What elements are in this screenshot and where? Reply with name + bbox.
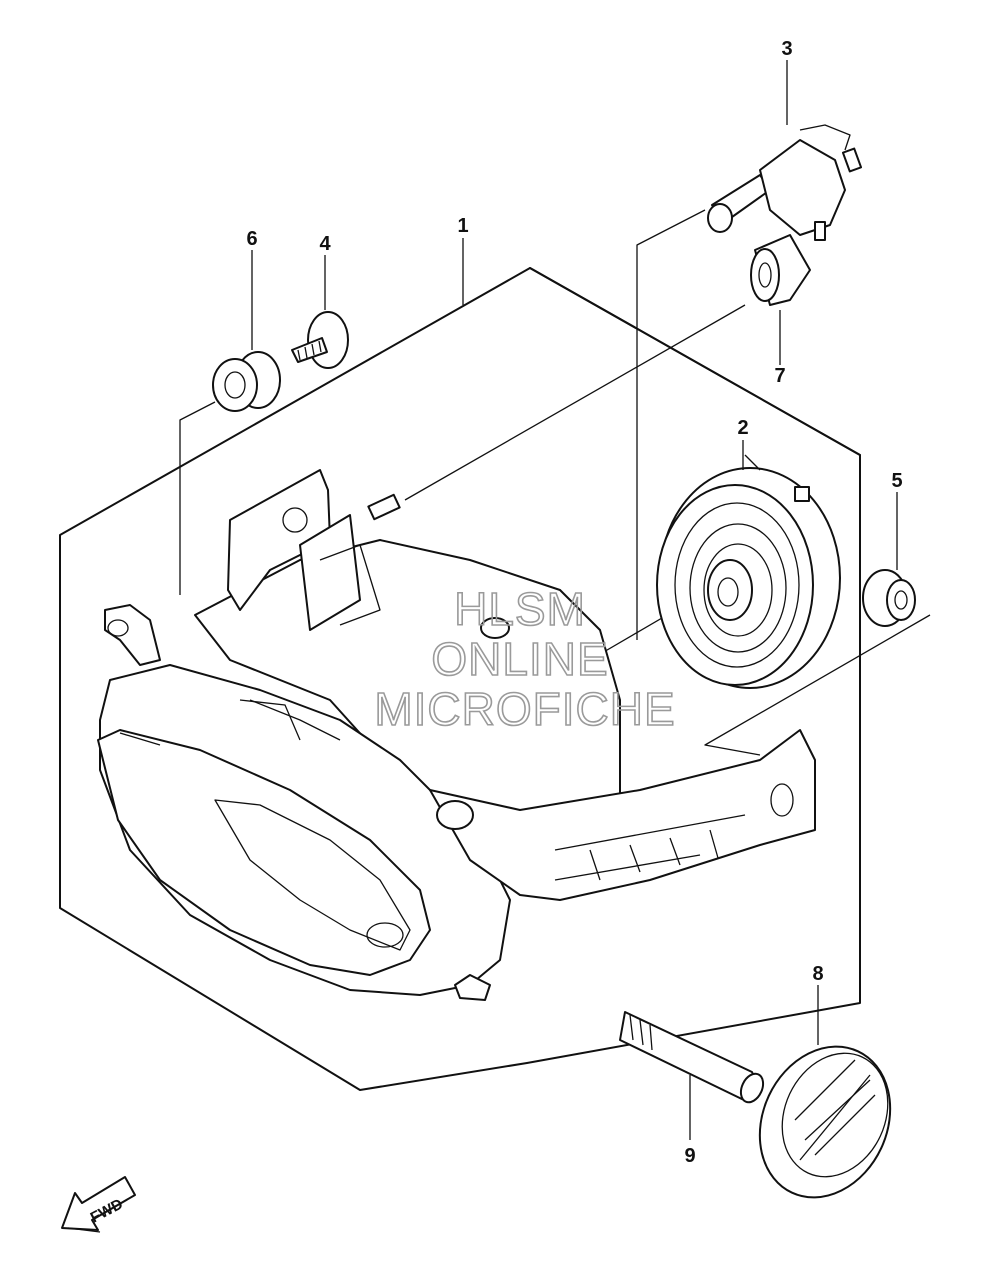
dust-cover — [656, 467, 841, 689]
fwd-arrow-icon — [61, 1176, 136, 1233]
callout-5: 5 — [891, 470, 902, 492]
callout-3: 3 — [781, 38, 792, 60]
bulb — [707, 124, 863, 241]
watermark-line-1: HLSM — [454, 583, 586, 635]
callout-4: 4 — [319, 233, 331, 255]
callout-2: 2 — [737, 417, 748, 439]
callout-8: 8 — [812, 963, 823, 985]
cap-7 — [750, 234, 811, 306]
grommet-6 — [212, 351, 281, 412]
callout-leaders — [251, 60, 898, 1140]
pin-9 — [619, 1011, 765, 1104]
callout-7: 7 — [774, 365, 785, 387]
watermark-line-3: MICROFICHE — [374, 683, 675, 735]
grommet-5 — [862, 569, 916, 627]
headlamp-unit — [97, 469, 816, 1001]
assembly-box-outline — [59, 267, 861, 1091]
callout-9: 9 — [684, 1145, 695, 1167]
guide-lines — [179, 209, 931, 756]
watermark-line-2: ONLINE — [431, 633, 608, 685]
callout-6: 6 — [246, 228, 257, 250]
callout-1: 1 — [457, 215, 468, 237]
assembly-box-tick — [529, 267, 861, 456]
reflector-8 — [758, 1045, 892, 1199]
screw — [291, 311, 349, 369]
